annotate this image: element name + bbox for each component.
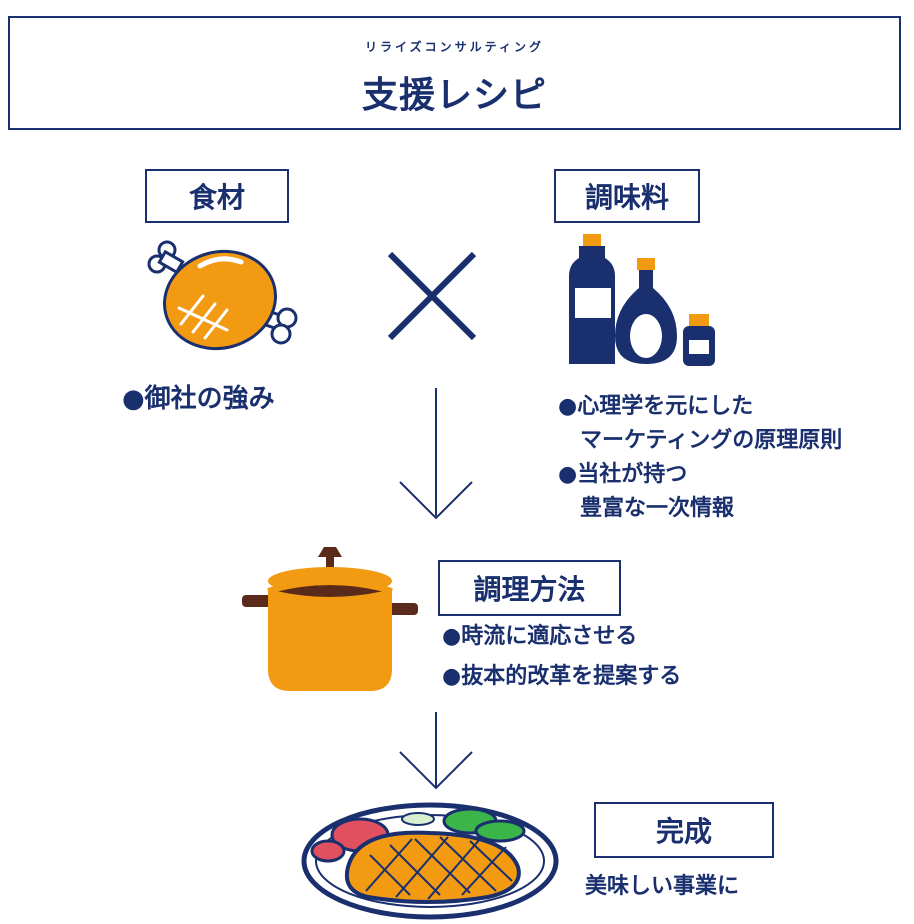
result-label: 完成	[594, 802, 774, 858]
down-arrow-icon	[399, 712, 473, 790]
cross-icon	[387, 251, 477, 341]
cooking-item-1: ●時流に適応させる	[442, 624, 638, 649]
header-box: リライズコンサルティング 支援レシピ	[8, 16, 901, 130]
seasoning-item-2: ●当社が持つ 豊富な一次情報	[558, 458, 734, 526]
seasoning-label: 調味料	[554, 169, 700, 223]
seasoning-item-1-line1: ●心理学を元にした	[558, 394, 754, 419]
down-arrow-icon	[399, 388, 473, 520]
cooking-pot-icon	[242, 547, 418, 691]
steak-plate-icon	[301, 802, 559, 920]
ingredients-label: 食材	[145, 169, 289, 223]
ingredient-item: ●御社の強み	[122, 384, 275, 414]
cooking-method-label: 調理方法	[438, 560, 621, 616]
seasoning-item-1-line2: マーケティングの原理原則	[580, 428, 843, 453]
seasoning-bottles-icon	[569, 234, 715, 366]
page-title: 支援レシピ	[361, 75, 547, 116]
result-text: 美味しい事業に	[585, 874, 740, 899]
seasoning-item-2-line1: ●当社が持つ	[558, 462, 688, 487]
seasoning-item-2-line2: 豊富な一次情報	[580, 496, 735, 521]
seasoning-item-1: ●心理学を元にした マーケティングの原理原則	[558, 390, 842, 458]
cooking-item-2: ●抜本的改革を提案する	[442, 664, 682, 689]
chicken-leg-icon	[147, 240, 298, 351]
header-subtitle: リライズコンサルティング	[365, 40, 544, 54]
